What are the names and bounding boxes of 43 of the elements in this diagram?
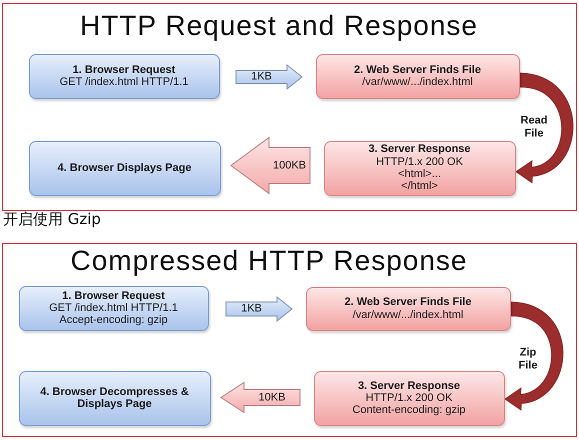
section-heading: 开启使用 Gzip <box>3 211 101 228</box>
step-title: 4. Browser Displays Page <box>58 162 192 174</box>
process-box <box>28 140 220 196</box>
step-title: 2. Web Server Finds File <box>354 64 481 76</box>
process-box <box>28 54 220 98</box>
diagram-panel <box>2 3 577 211</box>
step-title: 3. Server Response <box>368 143 471 156</box>
step-detail: Content-encoding: gzip <box>352 404 466 416</box>
process-box <box>324 140 516 196</box>
block-arrow <box>230 136 310 194</box>
edge-label: 100KB <box>272 159 306 172</box>
curved-arrow <box>515 72 574 184</box>
block-arrow <box>236 64 303 90</box>
step-detail: <html>... <box>398 168 441 180</box>
step-title: 2. Web Server Finds File <box>344 296 472 308</box>
block-arrow <box>226 296 293 322</box>
step-detail: /var/www/.../index.html <box>352 308 464 321</box>
step-title: 1. Browser Request <box>62 290 165 302</box>
step-detail: </html> <box>401 180 438 193</box>
step-detail: /var/www/.../index.html <box>362 76 473 88</box>
edge-label: 1KB <box>241 302 262 316</box>
step-title: 3. Server Response <box>358 380 460 392</box>
step-title: 1. Browser Request <box>72 64 176 76</box>
diagram-panel <box>2 243 577 437</box>
step-title: 4. Browser Decompresses & Displays Page <box>39 386 190 410</box>
edge-label: Read File <box>520 114 548 140</box>
process-box <box>306 286 510 330</box>
process-box <box>316 54 520 98</box>
edge-label: 1KB <box>251 70 272 84</box>
curved-arrow <box>504 302 564 411</box>
edge-label: Zip File <box>518 346 538 372</box>
process-box <box>18 370 210 426</box>
panel-title: HTTP Request and Response <box>80 11 478 42</box>
panel-title: Compressed HTTP Response <box>70 246 468 277</box>
step-detail: GET /index.html HTTP/1.1 <box>49 302 178 314</box>
step-detail: Accept-encoding: gzip <box>59 314 168 326</box>
step-detail: GET /index.html HTTP/1.1 <box>60 76 188 88</box>
step-detail: HTTP/1.x 200 OK <box>376 156 463 168</box>
block-arrow <box>220 382 300 414</box>
edge-label: 10KB <box>258 391 286 404</box>
process-box <box>18 286 208 330</box>
step-detail: HTTP/1.x 200 OK <box>366 392 452 404</box>
process-box <box>314 370 504 426</box>
